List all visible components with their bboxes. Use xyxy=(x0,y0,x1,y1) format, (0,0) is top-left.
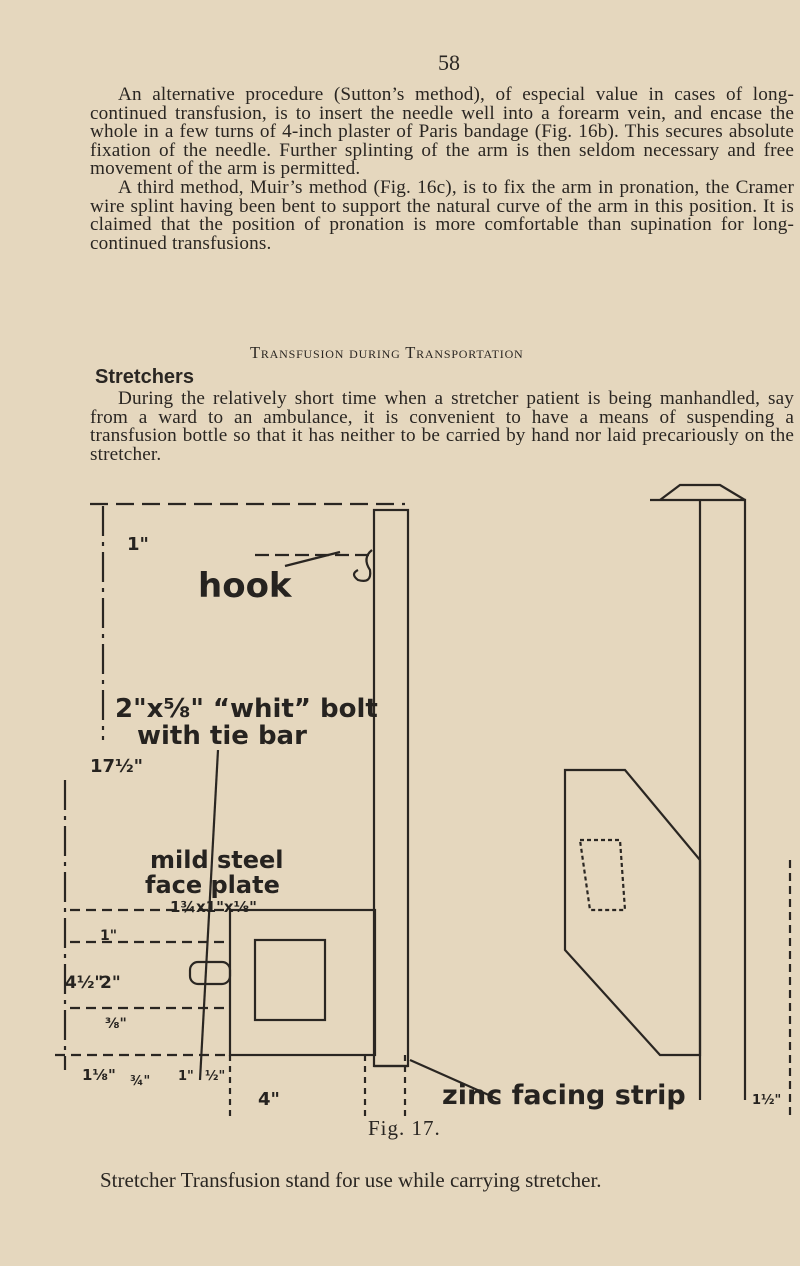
label-hook: hook xyxy=(198,566,293,606)
figure-caption: Stretcher Transfusion stand for use whil… xyxy=(100,1168,602,1192)
paragraph-stretchers: During the relatively short time when a … xyxy=(90,388,794,465)
bolt-drawing xyxy=(188,960,232,986)
section-heading: Transfusion during Transportation xyxy=(250,343,524,362)
body-text: An alternative procedure (Sutton’s metho… xyxy=(90,84,794,254)
label-dim-1-1-8: 1⅛" xyxy=(82,1066,116,1084)
label-plate-2: face plate xyxy=(145,871,280,899)
label-dim-4: 4" xyxy=(258,1089,280,1110)
label-dim-3-8: ⅜" xyxy=(105,1016,127,1032)
figure-number: Fig. 17. xyxy=(368,1116,441,1140)
label-dim-1half: 1½" xyxy=(752,1093,781,1108)
label-dim-half: ½" xyxy=(205,1069,225,1084)
label-top-gap: 1" xyxy=(127,534,149,555)
hook-drawing xyxy=(352,549,373,582)
label-plate-size: 1¾x1"x⅛" xyxy=(170,898,257,916)
right-upright xyxy=(650,498,747,1100)
upright-column xyxy=(372,508,410,1068)
bracket-perspective xyxy=(563,768,702,1057)
label-zinc: zinc facing strip xyxy=(442,1080,686,1111)
page-number: 58 xyxy=(438,50,460,75)
label-dim-1b: 1" xyxy=(178,1069,194,1084)
subheading: Stretchers xyxy=(95,366,194,388)
figure-drawing: 1" hook 2"x⅝" “whit” bolt with tie bar 1… xyxy=(55,483,792,1120)
label-plate-1: mild steel xyxy=(150,846,284,874)
label-dim-1: 1" xyxy=(100,928,117,944)
paragraph-sutton: An alternative procedure (Sutton’s metho… xyxy=(90,84,794,180)
label-dim-2: 2" xyxy=(100,973,121,993)
label-bolt-2: with tie bar xyxy=(137,721,307,751)
label-bolt-1: 2"x⅝" “whit” bolt xyxy=(115,694,378,724)
label-dim-3-4: ¾" xyxy=(130,1074,150,1089)
face-plate-block xyxy=(228,908,377,1057)
paragraph-muir: A third method, Muir’s method (Fig. 16c)… xyxy=(90,176,794,254)
label-height: 17½" xyxy=(90,756,143,777)
body-text-stretchers: During the relatively short time when a … xyxy=(90,388,794,465)
label-dim-4half: 4½" xyxy=(65,973,103,993)
